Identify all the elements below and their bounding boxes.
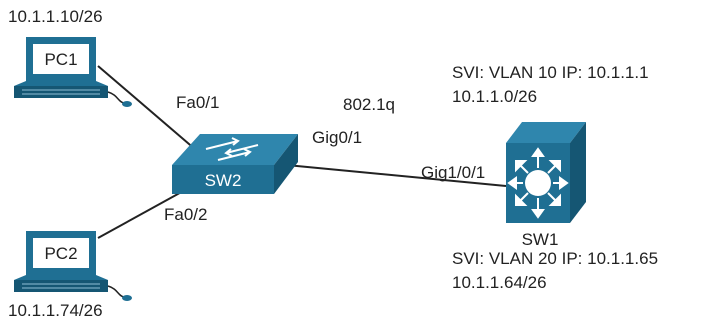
sw2-port-fa0-1-label: Fa0/1 (176, 93, 219, 112)
svi-vlan20-subnet-label: 10.1.1.64/26 (452, 273, 547, 292)
link-pc1-sw2 (97, 65, 197, 151)
pc1-label: PC1 (44, 50, 77, 69)
sw2-port-gig0-1-label: Gig0/1 (312, 128, 362, 147)
svi-vlan20-label: SVI: VLAN 20 IP: 10.1.1.65 (452, 249, 658, 268)
switch-icon (172, 134, 298, 194)
link-trunk-sw2-sw1 (275, 163, 507, 187)
sw1-label: SW1 (522, 230, 559, 249)
sw2-label: SW2 (205, 171, 242, 190)
multilayer-switch-icon (506, 122, 586, 223)
pc2-label: PC2 (44, 244, 77, 263)
svi-vlan10-subnet-label: 10.1.1.0/26 (452, 87, 537, 106)
pc1-icon (14, 37, 132, 107)
trunk-label: 802.1q (343, 95, 395, 114)
sw2-port-fa0-2-label: Fa0/2 (164, 205, 207, 224)
pc2-ip-label: 10.1.1.74/26 (8, 301, 103, 320)
svi-vlan10-label: SVI: VLAN 10 IP: 10.1.1.1 (452, 63, 649, 82)
pc1-ip-label: 10.1.1.10/26 (8, 7, 103, 26)
pc2-icon (14, 231, 132, 301)
sw1-port-gig1-0-1-label: Gig1/0/1 (421, 163, 485, 182)
